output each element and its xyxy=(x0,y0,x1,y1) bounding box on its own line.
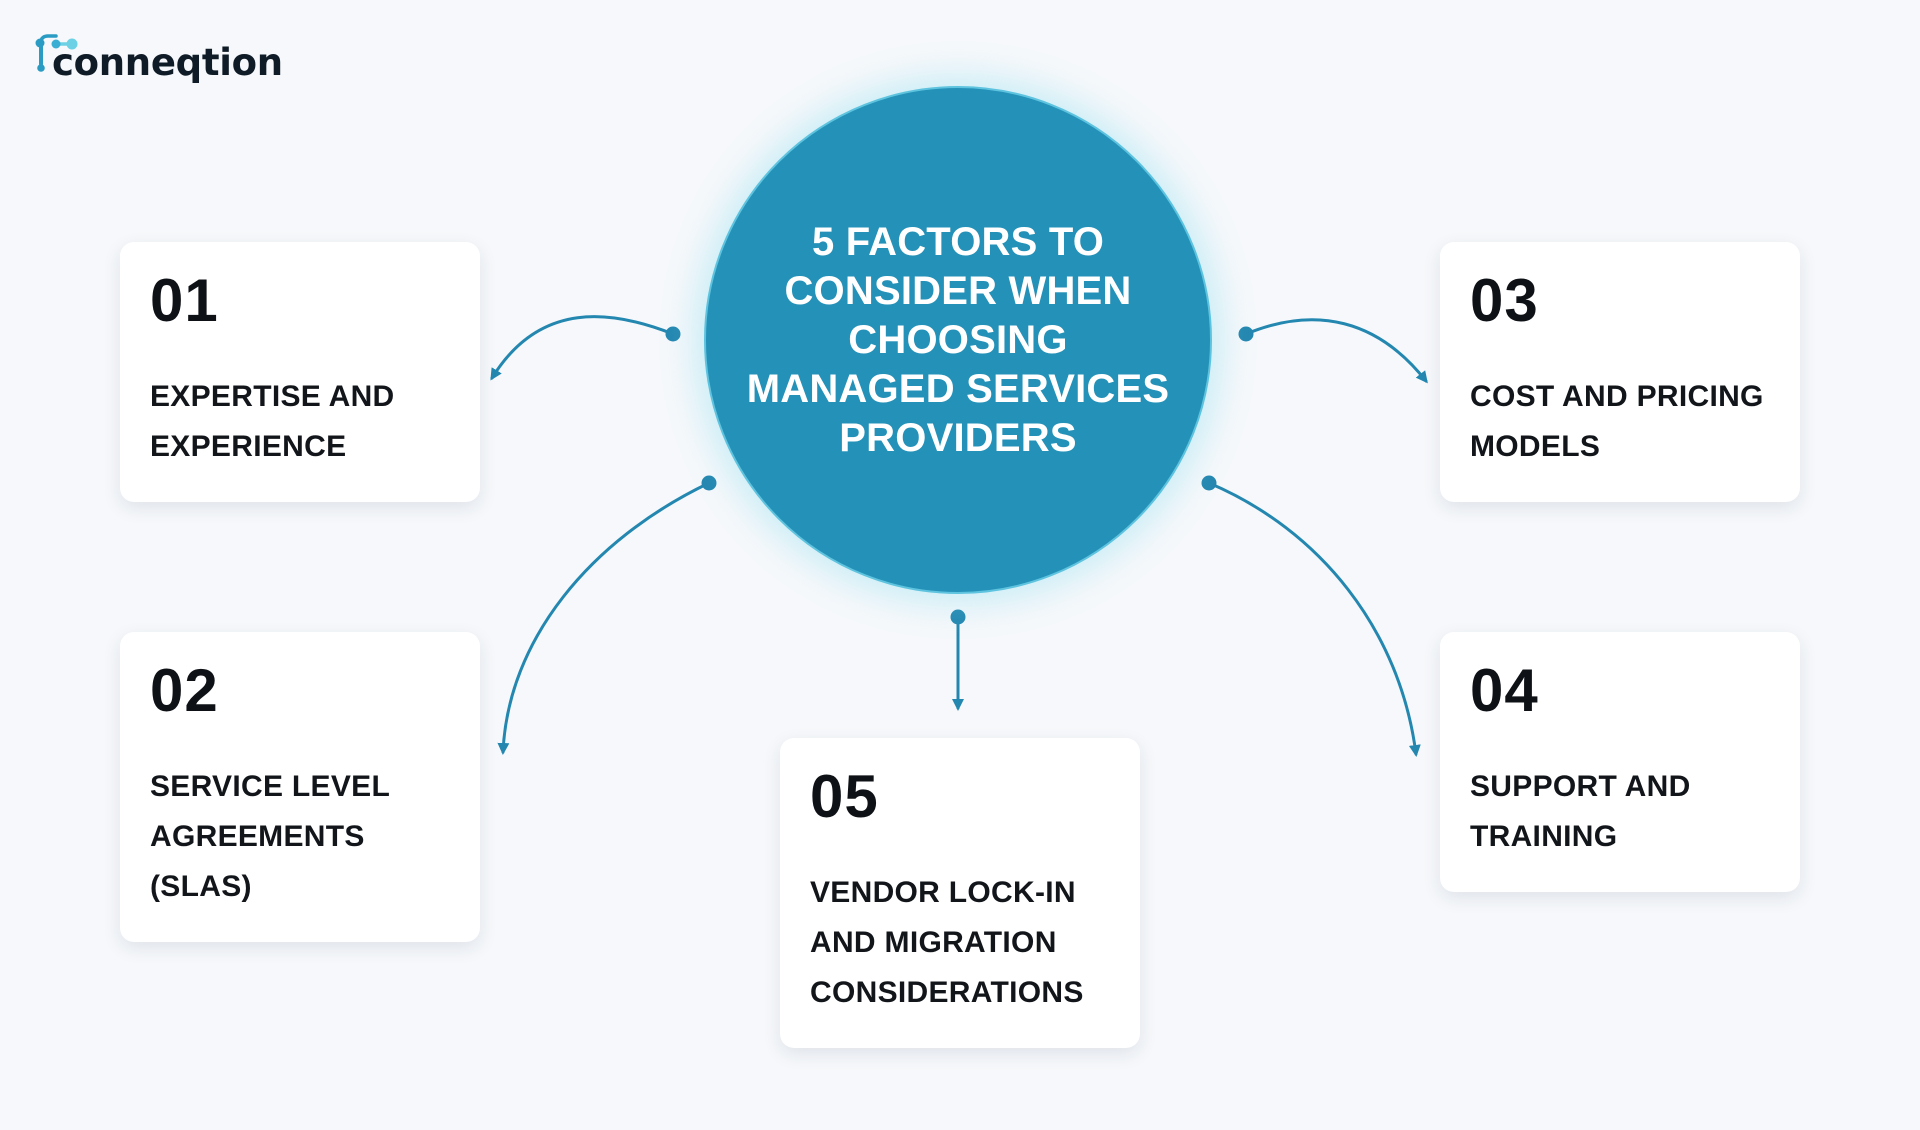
connector-01-dot xyxy=(665,326,681,342)
connector-02-dot xyxy=(701,475,717,491)
factor-card-03: 03 COST AND PRICING MODELS xyxy=(1440,242,1800,502)
logo-wordmark: conneqtion xyxy=(52,41,283,84)
connector-03-dot xyxy=(1238,326,1254,342)
connector-02 xyxy=(497,475,717,755)
factor-card-05: 05 VENDOR LOCK-IN AND MIGRATION CONSIDER… xyxy=(780,738,1140,1048)
connector-04 xyxy=(1201,475,1421,757)
factor-card-04: 04 SUPPORT AND TRAINING xyxy=(1440,632,1800,892)
factor-label: VENDOR LOCK-IN AND MIGRATION CONSIDERATI… xyxy=(810,876,1084,1009)
connector-04-arrow xyxy=(1207,481,1421,757)
factor-number: 05 xyxy=(810,763,879,830)
connector-05 xyxy=(950,609,966,711)
connector-04-dot xyxy=(1201,475,1217,491)
factor-label: SERVICE LEVEL AGREEMENTS (SLAS) xyxy=(150,770,390,903)
factor-label: EXPERTISE AND EXPERIENCE xyxy=(150,380,395,463)
connector-03 xyxy=(1238,318,1428,384)
connector-01-arrow xyxy=(490,315,675,381)
diagram-title: 5 FACTORS TO CONSIDER WHEN CHOOSING MANA… xyxy=(746,220,1170,460)
connector-03-arrow xyxy=(1244,318,1428,384)
factor-number: 01 xyxy=(150,267,219,334)
connector-02-arrow xyxy=(497,481,711,755)
factor-label: COST AND PRICING MODELS xyxy=(1470,380,1764,463)
factor-number: 04 xyxy=(1470,657,1539,724)
factor-label: SUPPORT AND TRAINING xyxy=(1470,770,1691,853)
connector-01 xyxy=(490,315,681,381)
center-circle: 5 FACTORS TO CONSIDER WHEN CHOOSING MANA… xyxy=(704,86,1212,594)
factor-card-02: 02 SERVICE LEVEL AGREEMENTS (SLAS) xyxy=(120,632,480,942)
connector-05-dot xyxy=(950,609,966,625)
factor-card-01: 01 EXPERTISE AND EXPERIENCE xyxy=(120,242,480,502)
factor-number: 03 xyxy=(1470,267,1539,334)
logo-mark-icon xyxy=(35,34,78,72)
factor-number: 02 xyxy=(150,657,219,724)
